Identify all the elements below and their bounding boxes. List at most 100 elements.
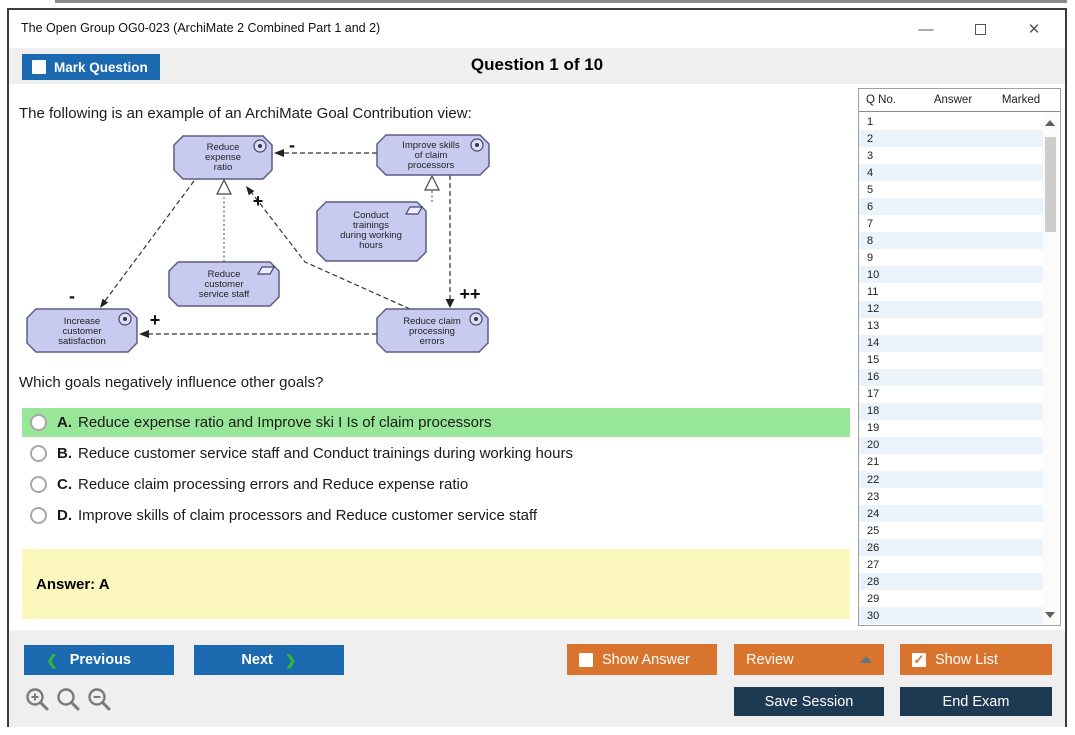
scroll-thumb[interactable] bbox=[1045, 137, 1056, 232]
answer-box: Answer: A bbox=[22, 549, 850, 619]
question-list-row[interactable]: 24 bbox=[859, 505, 1043, 523]
question-list-row[interactable]: 20 bbox=[859, 436, 1043, 454]
mark-question-checkbox-icon bbox=[32, 60, 46, 74]
show-list-checkbox-icon: ✓ bbox=[912, 651, 926, 667]
zoom-out-icon[interactable] bbox=[86, 686, 113, 713]
question-list-row[interactable]: 26 bbox=[859, 539, 1043, 557]
question-list-row[interactable]: 7 bbox=[867, 217, 874, 230]
svg-text:Conduct: Conduct bbox=[353, 210, 389, 221]
edge-label: + bbox=[253, 191, 264, 211]
question-counter: Question 1 of 10 bbox=[470, 55, 604, 74]
node-improve-skills bbox=[376, 134, 490, 176]
svg-text:ratio: ratio bbox=[214, 162, 232, 173]
question-list-row[interactable]: 2 bbox=[859, 130, 1043, 148]
zoom-in-icon[interactable] bbox=[24, 686, 51, 713]
zoom-reset-icon[interactable] bbox=[55, 686, 82, 713]
show-answer-button[interactable]: Show Answer bbox=[567, 644, 717, 675]
chevron-right-icon: ❯ bbox=[284, 651, 297, 668]
option-b-text: Reduce customer service staff and Conduc… bbox=[78, 445, 573, 462]
question-list-row[interactable]: 23 bbox=[867, 490, 880, 503]
requirement-icon bbox=[256, 206, 424, 275]
chevron-left-icon: ❮ bbox=[46, 651, 58, 668]
question-list-row[interactable]: 25 bbox=[867, 524, 880, 537]
option-c[interactable]: C. Reduce claim processing errors and Re… bbox=[22, 470, 850, 499]
question-list-row[interactable]: 4 bbox=[859, 164, 1043, 182]
question-header-bar: Mark Question Question 1 of 10 bbox=[9, 48, 1065, 84]
node-conduct-trainings bbox=[316, 201, 427, 262]
svg-text:customer: customer bbox=[204, 279, 243, 290]
option-b-radio[interactable] bbox=[30, 445, 47, 462]
svg-text:processors: processors bbox=[408, 160, 455, 171]
exam-window: The Open Group OG0-023 (ArchiMate 2 Comb… bbox=[7, 8, 1067, 727]
window-title: The Open Group OG0-023 (ArchiMate 2 Comb… bbox=[21, 21, 381, 35]
edge-label: ++ bbox=[459, 284, 480, 304]
option-d-text: Improve skills of claim processors and R… bbox=[78, 507, 538, 524]
question-list-row[interactable]: 30 bbox=[859, 607, 1043, 625]
question-list-row[interactable]: 6 bbox=[859, 198, 1043, 216]
question-list-row[interactable]: 21 bbox=[867, 456, 880, 469]
end-exam-button[interactable]: End Exam bbox=[900, 687, 1052, 716]
goal-contribution-diagram: Reduce expense ratio Improve skills of c… bbox=[26, 134, 490, 353]
svg-text:errors: errors bbox=[420, 336, 445, 347]
question-list-row[interactable]: 12 bbox=[859, 300, 1043, 318]
edge-label: + bbox=[150, 310, 161, 330]
question-list-row[interactable]: 22 bbox=[859, 470, 1043, 489]
col-answer: Answer bbox=[933, 94, 973, 106]
maximize-icon[interactable] bbox=[967, 16, 993, 42]
question-list-row[interactable]: 8 bbox=[859, 232, 1043, 250]
question-list-row[interactable]: 15 bbox=[867, 354, 880, 367]
question-list-header: Q No. Answer Marked bbox=[859, 89, 1060, 112]
question-list-row[interactable]: 16 bbox=[859, 368, 1043, 386]
col-qno: Q No. bbox=[866, 94, 897, 106]
question-list-row[interactable]: 27 bbox=[867, 558, 880, 571]
close-icon[interactable]: ✕ bbox=[1027, 21, 1041, 38]
question-list-row[interactable]: 19 bbox=[867, 422, 880, 435]
question-list-row[interactable]: 18 bbox=[859, 402, 1043, 420]
review-dropdown[interactable]: Review bbox=[734, 644, 884, 675]
scroll-down-icon[interactable] bbox=[1045, 612, 1055, 618]
previous-button[interactable]: ❮ Previous bbox=[24, 645, 174, 675]
question-list-row[interactable]: 13 bbox=[867, 320, 880, 333]
question-list-row[interactable]: 1 bbox=[867, 115, 874, 128]
node-increase-satisfaction bbox=[26, 308, 138, 353]
option-c-radio[interactable] bbox=[30, 476, 47, 493]
option-d-radio[interactable] bbox=[30, 507, 47, 524]
option-a-radio[interactable] bbox=[30, 414, 47, 431]
question-list-row[interactable]: 14 bbox=[859, 334, 1043, 352]
mark-question-label: Mark Question bbox=[54, 59, 148, 75]
question-list-row[interactable]: 17 bbox=[867, 388, 880, 401]
top-shadow-strip bbox=[55, 0, 1067, 3]
save-session-button[interactable]: Save Session bbox=[734, 687, 884, 716]
triangle-up-icon bbox=[860, 656, 872, 663]
scroll-up-icon[interactable] bbox=[1045, 120, 1055, 126]
option-d[interactable]: D. Improve skills of claim processors an… bbox=[22, 501, 850, 530]
option-b[interactable]: B. Reduce customer service staff and Con… bbox=[22, 439, 850, 468]
svg-text:Reduce claim: Reduce claim bbox=[403, 316, 461, 327]
show-list-button[interactable]: ✓ Show List bbox=[900, 644, 1052, 675]
question-prompt: Which goals negatively influence other g… bbox=[19, 374, 324, 391]
option-a[interactable]: A. Reduce expense ratio and Improve ski … bbox=[22, 408, 850, 437]
goal-icon bbox=[118, 138, 484, 326]
question-list-row[interactable]: 3 bbox=[867, 149, 874, 162]
svg-text:processing: processing bbox=[409, 326, 455, 337]
minimize-icon[interactable]: — bbox=[918, 20, 934, 38]
col-marked: Marked bbox=[1001, 94, 1041, 106]
node-reduce-staff bbox=[168, 261, 280, 307]
mark-question-button[interactable]: Mark Question bbox=[22, 54, 160, 80]
svg-text:of claim: of claim bbox=[415, 150, 448, 161]
question-list-row[interactable]: 28 bbox=[859, 573, 1043, 591]
question-list-row[interactable]: 9 bbox=[867, 251, 874, 264]
question-list-row[interactable]: 5 bbox=[867, 183, 874, 196]
edge-label: - bbox=[69, 286, 75, 306]
question-list-row[interactable]: 10 bbox=[859, 266, 1043, 284]
question-list-scrollbar[interactable] bbox=[1043, 113, 1059, 625]
question-list-row[interactable]: 11 bbox=[867, 285, 879, 298]
question-list-row[interactable]: 29 bbox=[867, 592, 880, 605]
svg-text:Increase: Increase bbox=[64, 316, 100, 327]
answer-options: A. Reduce expense ratio and Improve ski … bbox=[22, 408, 850, 532]
next-button[interactable]: Next ❯ bbox=[194, 645, 344, 675]
svg-text:satisfaction: satisfaction bbox=[58, 336, 106, 347]
